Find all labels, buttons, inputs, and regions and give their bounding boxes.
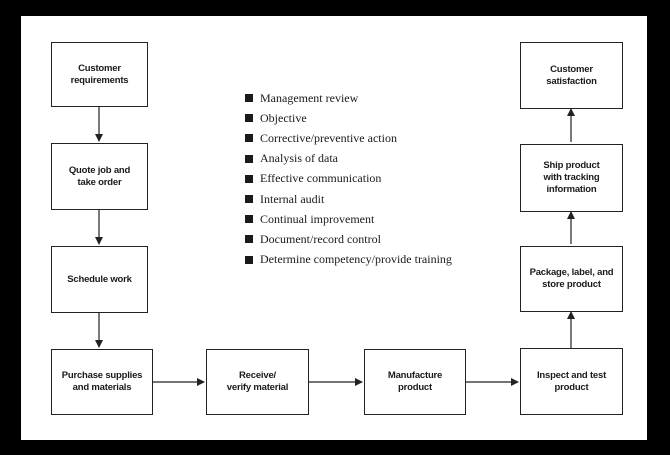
square-bullet-icon xyxy=(245,94,253,103)
node-label: Package, label, and store product xyxy=(529,267,614,290)
node-label: Ship product with tracking information xyxy=(543,160,600,195)
list-item: Continual improvement xyxy=(245,209,452,229)
node-label: Customer satisfaction xyxy=(546,63,597,87)
list-item: Objective xyxy=(245,108,452,128)
square-bullet-icon xyxy=(245,215,253,224)
diagram-canvas: Customer requirements Quote job and take… xyxy=(21,16,647,440)
square-bullet-icon xyxy=(245,134,253,143)
node-manufacture: Manufacture product xyxy=(364,349,466,415)
list-item-label: Internal audit xyxy=(260,191,325,206)
list-item: Management review xyxy=(245,88,452,108)
list-item-label: Analysis of data xyxy=(260,151,338,166)
list-item: Document/record control xyxy=(245,229,452,249)
node-ship: Ship product with tracking information xyxy=(520,144,623,212)
list-item-label: Corrective/preventive action xyxy=(260,130,397,145)
node-label: Inspect and test product xyxy=(536,369,607,393)
square-bullet-icon xyxy=(245,235,253,244)
list-item: Effective communication xyxy=(245,169,452,189)
square-bullet-icon xyxy=(245,174,253,183)
square-bullet-icon xyxy=(245,154,253,163)
node-customer-requirements: Customer requirements xyxy=(51,42,148,107)
list-item-label: Continual improvement xyxy=(260,211,375,226)
list-item-label: Effective communication xyxy=(260,171,382,186)
square-bullet-icon xyxy=(245,195,253,204)
square-bullet-icon xyxy=(245,255,253,264)
node-inspect-test: Inspect and test product xyxy=(520,348,623,415)
node-label: Quote job and take order xyxy=(68,164,131,188)
node-label: Receive/ verify material xyxy=(226,370,289,393)
node-label: Customer requirements xyxy=(70,62,129,86)
node-label: Manufacture product xyxy=(387,370,443,393)
list-item: Determine competency/provide training xyxy=(245,250,452,270)
node-quote-job: Quote job and take order xyxy=(51,143,148,210)
node-purchase-supplies: Purchase supplies and materials xyxy=(51,349,153,415)
square-bullet-icon xyxy=(245,114,253,123)
node-package: Package, label, and store product xyxy=(520,246,623,312)
node-label: Schedule work xyxy=(67,273,132,285)
node-schedule-work: Schedule work xyxy=(51,246,148,313)
list-item: Analysis of data xyxy=(245,149,452,169)
list-item-label: Determine competency/provide training xyxy=(260,252,452,267)
node-receive-verify: Receive/ verify material xyxy=(206,349,309,415)
list-item: Corrective/preventive action xyxy=(245,128,452,148)
list-item: Internal audit xyxy=(245,189,452,209)
list-item-label: Objective xyxy=(260,110,307,125)
node-label: Purchase supplies and materials xyxy=(61,370,143,393)
flow-arrows xyxy=(95,107,575,386)
list-item-label: Document/record control xyxy=(260,231,381,246)
qms-elements-list: Management review Objective Corrective/p… xyxy=(245,88,452,270)
node-customer-satisfaction: Customer satisfaction xyxy=(520,42,623,109)
list-item-label: Management review xyxy=(260,90,359,105)
